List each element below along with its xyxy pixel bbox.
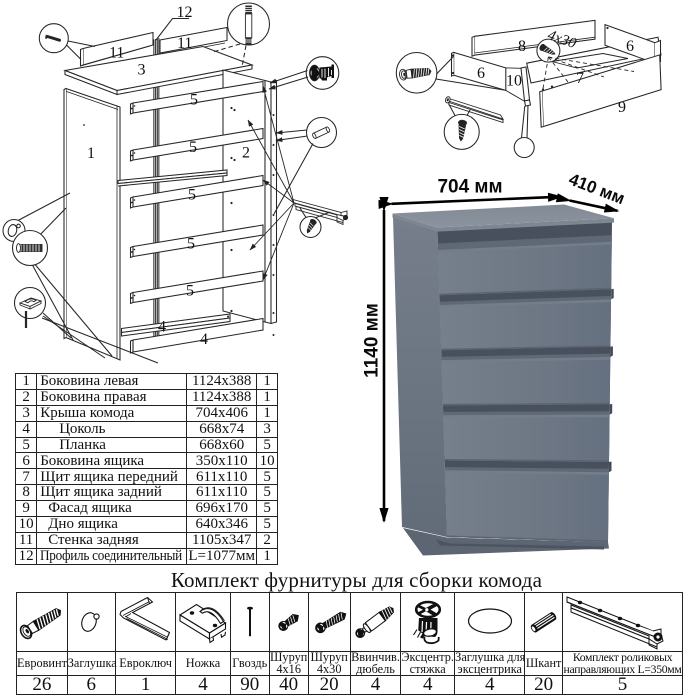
svg-text:9: 9	[618, 99, 626, 116]
svg-text:4: 4	[158, 319, 166, 336]
svg-text:4: 4	[200, 331, 208, 348]
svg-text:6: 6	[626, 38, 634, 55]
svg-text:5: 5	[189, 139, 197, 156]
svg-text:5: 5	[187, 236, 195, 253]
svg-text:3: 3	[138, 62, 146, 79]
svg-text:12: 12	[177, 4, 193, 21]
svg-text:5: 5	[188, 187, 196, 204]
svg-text:6: 6	[477, 65, 485, 82]
svg-text:11: 11	[177, 35, 192, 52]
svg-text:1140 мм: 1140 мм	[362, 303, 383, 378]
svg-text:10: 10	[506, 73, 522, 90]
svg-text:704 мм: 704 мм	[437, 177, 502, 198]
svg-text:5: 5	[186, 283, 194, 300]
svg-text:11: 11	[109, 45, 124, 62]
svg-text:1: 1	[87, 145, 95, 162]
svg-text:7: 7	[576, 70, 584, 87]
svg-text:2: 2	[242, 145, 250, 162]
svg-text:8: 8	[518, 38, 526, 55]
svg-text:5: 5	[190, 92, 198, 109]
